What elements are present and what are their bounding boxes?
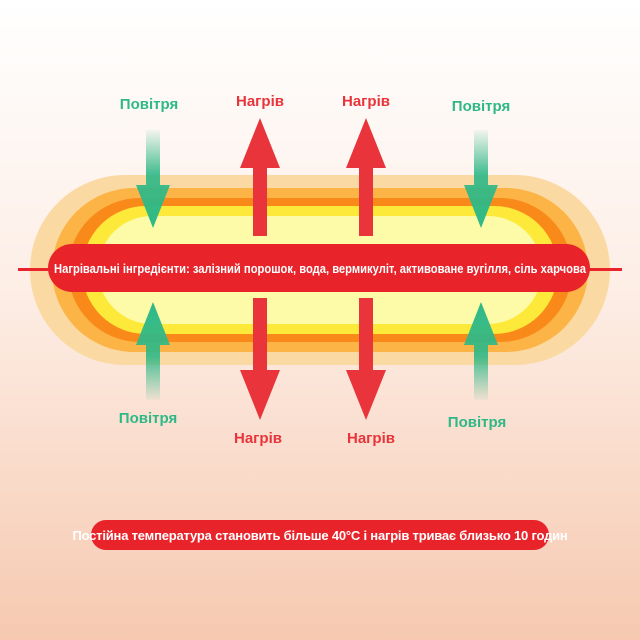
air-arrow-up-bottom-right xyxy=(464,302,498,400)
air-label-top-left: Повітря xyxy=(120,96,178,113)
air-label-bottom-right: Повітря xyxy=(448,414,506,431)
heat-label-bottom-left: Нагрів xyxy=(234,430,282,447)
air-arrow-down-top-left xyxy=(136,130,170,228)
footer-text: Постійна температура становить більше 40… xyxy=(72,527,568,543)
air-label-top-right: Повітря xyxy=(452,98,510,115)
air-arrow-down-top-right xyxy=(464,130,498,228)
ingredients-line xyxy=(18,268,622,271)
heat-label-top-right: Нагрів xyxy=(342,93,390,110)
air-arrow-up-bottom-left xyxy=(136,302,170,400)
heat-arrow-up-top-left xyxy=(240,118,280,236)
heat-label-top-left: Нагрів xyxy=(236,93,284,110)
air-label-bottom-left: Повітря xyxy=(119,410,177,427)
ingredients-text: Нагрівальні інгредієнти: залізний порошо… xyxy=(54,261,587,276)
heat-label-bottom-right: Нагрів xyxy=(347,430,395,447)
heat-arrow-up-top-right xyxy=(346,118,386,236)
heat-arrow-down-bottom-left xyxy=(240,298,280,420)
heat-arrow-down-bottom-right xyxy=(346,298,386,420)
footer-note: Постійна температура становить більше 40… xyxy=(72,520,568,550)
